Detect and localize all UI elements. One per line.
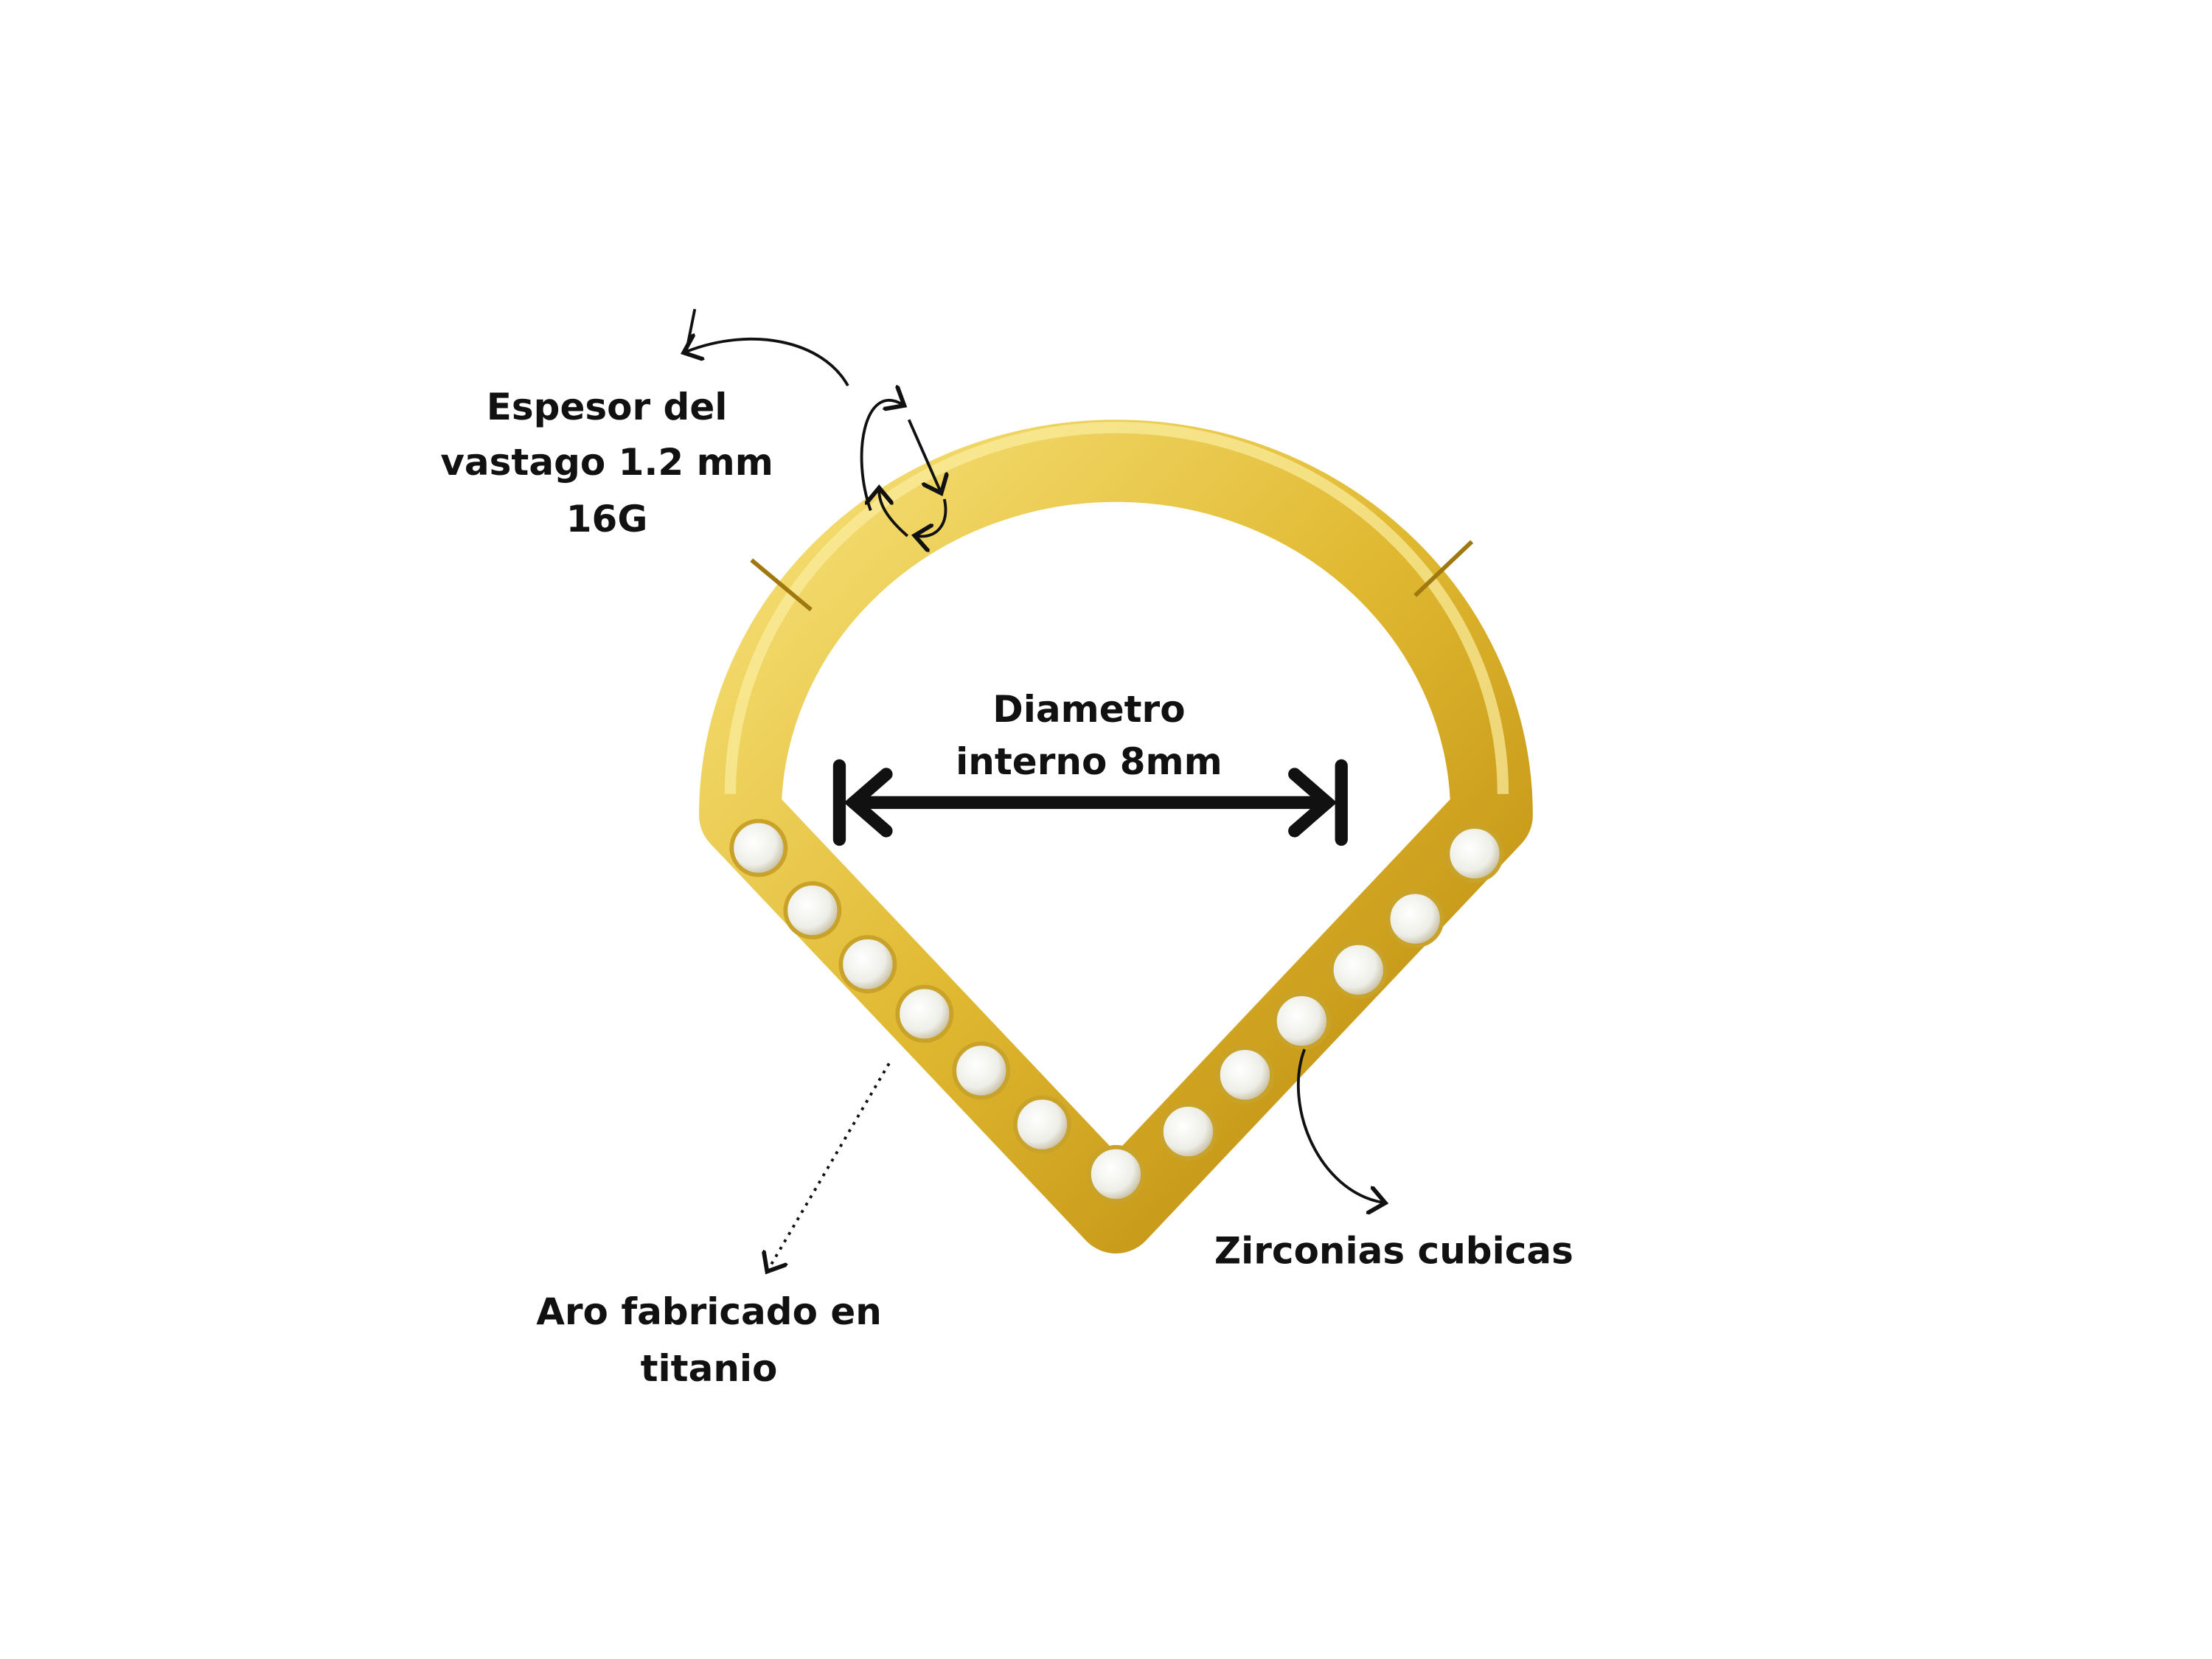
zirconia-stone (783, 881, 842, 940)
zirconia-stone (1159, 1102, 1217, 1161)
septum-ring (699, 420, 1533, 1253)
zirconia-stone (838, 935, 897, 994)
zirconia-stone (1216, 1046, 1274, 1105)
thickness-arrows (686, 308, 946, 536)
zirconia-stone (1087, 1144, 1145, 1203)
diameter-arrow (832, 759, 1348, 846)
zirconia-stone (1385, 889, 1444, 948)
thickness-label-1: Espesor del (487, 386, 728, 428)
diameter-label-1: Diametro (992, 688, 1185, 731)
zirconia-stone (1272, 992, 1331, 1051)
diameter-label-2: interno 8mm (956, 740, 1222, 783)
zirconia-stone (1445, 824, 1504, 883)
thickness-label-3: 16G (566, 498, 648, 540)
material-arrow (768, 1062, 891, 1269)
zirconia-stone (952, 1041, 1011, 1100)
material-label-2: titanio (641, 1347, 778, 1390)
stones (729, 818, 1504, 1203)
zirconia-stone (1329, 940, 1388, 999)
hinge-right (1413, 540, 1474, 597)
stones-arrow (1297, 1048, 1382, 1203)
ring-body (699, 420, 1533, 1253)
thickness-label-2: vastago 1.2 mm (440, 441, 773, 484)
zirconia-stone (1013, 1095, 1071, 1154)
stones-label: Zirconias cubicas (1214, 1229, 1573, 1272)
material-label-1: Aro fabricado en (536, 1290, 882, 1333)
hinge-left (750, 558, 813, 612)
zirconia-stone (895, 984, 954, 1043)
ring-highlight (724, 422, 1509, 794)
zirconia-stone (729, 818, 788, 877)
